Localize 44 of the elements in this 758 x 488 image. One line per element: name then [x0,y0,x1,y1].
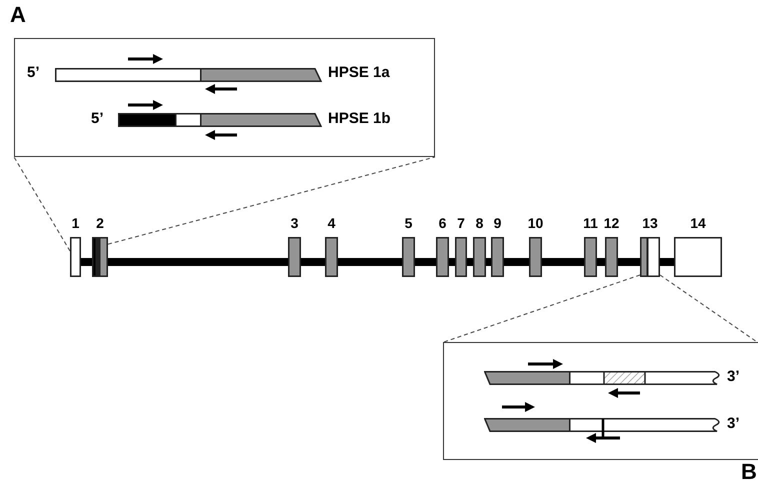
transcript-drawing [484,371,721,385]
exon-number: 4 [326,216,336,230]
exon-number: 5 [404,216,414,230]
exon-block [70,237,81,277]
exon-number: 8 [474,216,484,230]
exon-block [455,237,467,277]
exon-number: 2 [95,216,105,230]
exon-number: 6 [438,216,448,230]
exon-block [436,237,449,277]
zoom-guide-line [443,274,640,342]
transcript-label: 3’ [727,368,740,387]
exon-number: 3 [290,216,300,230]
exon-number: 1 [70,216,80,230]
exon-number: 9 [492,216,502,230]
exon-block [605,237,618,277]
exon-block [529,237,542,277]
transcript-label: HPSE 1b [328,110,391,129]
transcript-label: 3’ [727,415,740,434]
transcript-label: HPSE 1a [328,64,390,83]
transcript-drawing [118,113,322,127]
zoom-guide-line [660,274,758,342]
exon-block [584,237,597,277]
panel-letter: A [10,4,26,26]
transcript-label: 5’ [91,110,104,129]
exon-block [402,237,415,277]
exon-block [288,237,301,277]
zoom-guide-line [108,156,436,245]
exon-block [473,237,486,277]
exon-block [325,237,338,277]
transcript-drawing [55,68,322,82]
exon-block [92,237,108,277]
zoom-guide-line [14,156,70,252]
exon-number: 14 [689,216,707,230]
exon-number: 7 [456,216,466,230]
transcript-drawing [484,418,721,438]
transcript-label: 5’ [27,64,40,83]
exon-block [674,237,722,277]
panel-letter: B [741,461,757,483]
exon-block [491,237,504,277]
exon-block [640,237,660,277]
exon-number: 11 [582,216,599,230]
exon-number: 12 [602,216,620,230]
exon-number: 10 [526,216,544,230]
exon-number: 13 [641,216,659,230]
